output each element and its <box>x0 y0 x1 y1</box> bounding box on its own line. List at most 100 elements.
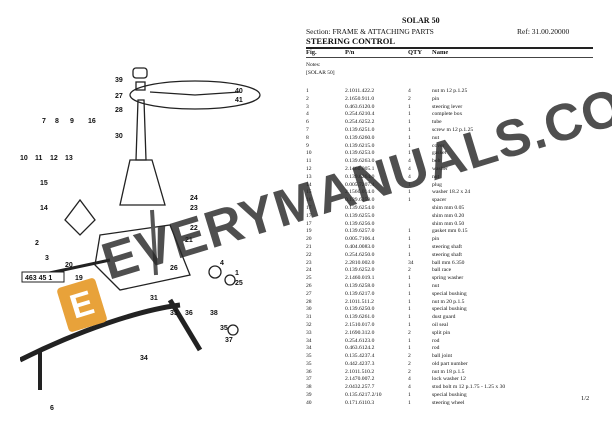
cell-qty: 34 <box>408 259 414 266</box>
cell-part-number: 0.171.6110.3 <box>345 399 375 406</box>
reference-number: Ref: 31.00.20000 <box>517 27 570 36</box>
cell-qty: 1 <box>408 103 411 110</box>
callout-label: 34 <box>140 355 148 362</box>
cell-part-name: nut m 20 p.1.5 <box>432 298 465 305</box>
callout-label: 38 <box>210 310 218 317</box>
cell-part-name: bolt <box>432 158 441 165</box>
cell-part-number: 0.254.6210.4 <box>345 111 375 118</box>
cell-part-name: screw m 12 p.1.25 <box>432 126 474 133</box>
cell-qty: 1 <box>408 119 411 126</box>
cell-part-number: 2.2810.002.0 <box>345 259 375 266</box>
cell-qty: 1 <box>408 282 411 289</box>
cell-fig: 4 <box>306 111 309 118</box>
cell-fig: 35 <box>306 353 312 360</box>
callout-label: 41 <box>235 97 243 104</box>
cell-part-name: shim mm 0.50 <box>432 220 465 227</box>
cell-fig: 2 <box>306 95 309 102</box>
cell-fig: 22 <box>306 251 312 258</box>
steering-box-shape <box>94 224 191 291</box>
cell-part-name: gasket mm 0.15 <box>432 228 468 235</box>
cell-part-name: nut <box>432 173 440 180</box>
cell-part-number: 2.1510.017.0 <box>345 321 375 328</box>
cell-part-name: split pin <box>432 329 451 336</box>
cell-part-number: 0.139.6252.0 <box>345 267 375 274</box>
callout-label: 15 <box>40 180 48 187</box>
notes: Notes: [SOLAR 50] <box>306 61 335 77</box>
steering-wheel-shape <box>129 80 261 110</box>
callout-label: 6 <box>50 405 54 412</box>
callout-label: 4 <box>220 260 224 267</box>
cell-fig: 31 <box>306 314 312 321</box>
cell-part-number: 2.1460.005.1 <box>345 165 375 172</box>
cell-part-name: dust guard <box>432 314 456 321</box>
cell-part-number: 2.1560.014.0 <box>345 189 375 196</box>
cell-fig: 32 <box>306 321 312 328</box>
cell-part-number: 2.1690.312.0 <box>345 329 375 336</box>
callout-label: 27 <box>115 93 123 100</box>
cell-part-name: plug <box>432 181 442 188</box>
cell-qty: 2 <box>408 353 411 360</box>
cell-fig: 13 <box>306 173 312 180</box>
callout-label: 8 <box>55 118 59 125</box>
callout-label: 39 <box>115 77 123 84</box>
cell-part-name: rod <box>432 345 440 352</box>
cell-part-number: 0.442.4237.3 <box>345 360 375 367</box>
cell-part-name: rod <box>432 337 440 344</box>
cell-qty: 2 <box>408 329 411 336</box>
cell-fig: 28 <box>306 298 312 305</box>
cell-part-number: 2.0432.257.7 <box>345 384 375 391</box>
cell-part-name: spacer <box>432 197 447 204</box>
cell-part-number: 0.139.6258.0 <box>345 282 375 289</box>
page-heading: STEERING CONTROL <box>306 36 396 46</box>
cell-fig: 1 <box>306 88 309 94</box>
cell-part-name: washer <box>432 165 448 172</box>
cell-qty: 1 <box>408 150 411 157</box>
cell-part-name: stud bolt m 12 p.1.75 - 1.25 x 30 <box>432 384 506 391</box>
callout-label: 20 <box>65 262 73 269</box>
cell-part-name: pin <box>432 236 440 243</box>
cell-qty: 1 <box>408 314 411 321</box>
cell-part-number: 2.1460.019.1 <box>345 275 375 282</box>
cell-part-name: cover <box>432 142 445 149</box>
cell-fig: 23 <box>306 259 312 266</box>
cell-fig: 21 <box>306 243 312 250</box>
cell-fig: 7 <box>306 126 309 133</box>
cell-part-number: 0.005.7207.4 <box>345 181 375 188</box>
cell-qty: 1 <box>408 181 411 188</box>
ref-plate <box>21 271 65 283</box>
cell-qty: 1 <box>408 345 411 352</box>
cell-part-name: spring washer <box>432 275 464 282</box>
callout-label: 14 <box>40 205 48 212</box>
cell-part-number: 0.139.6259.0 <box>345 197 375 204</box>
cell-part-name: ball joint <box>432 353 453 360</box>
cell-part-number: 0.463.6124.2 <box>345 345 375 352</box>
col-qty: QTY <box>408 49 423 56</box>
cell-fig: 27 <box>306 290 312 297</box>
callout-label: 1 <box>235 270 239 277</box>
col-pn: P/n <box>345 49 355 56</box>
cell-part-name: special bushing <box>432 290 467 297</box>
cell-fig: 30 <box>306 306 312 313</box>
cell-part-name: lock washer 12 <box>432 376 466 383</box>
cell-qty: 1 <box>408 236 411 243</box>
cell-part-name: tube <box>432 119 442 126</box>
